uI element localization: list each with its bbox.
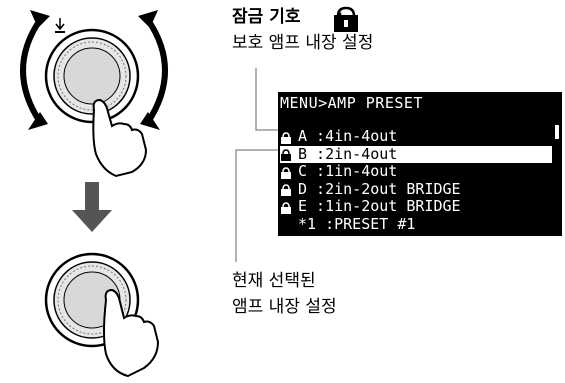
- lock-icon: [280, 131, 294, 144]
- lock-heading: 잠금 기호 :: [232, 6, 343, 28]
- lock-icon: [280, 148, 294, 161]
- lock-icon: [334, 6, 358, 32]
- lcd-row-text: C :1in-4out: [298, 162, 398, 180]
- lock-icon: [280, 201, 294, 214]
- lcd-row-text: D :2in-2out BRIDGE: [298, 179, 461, 198]
- lcd-row-text: E :1in-2out BRIDGE: [298, 197, 461, 215]
- lcd-row[interactable]: *1 :PRESET #1: [280, 214, 416, 233]
- selected-description-line1: 현재 선택된: [232, 271, 316, 291]
- curved-arrow-icon: [20, 10, 168, 130]
- lock-icon: [280, 183, 294, 196]
- lcd-row-text: *1 :PRESET #1: [298, 214, 416, 233]
- lcd-row[interactable]: D :2in-2out BRIDGE: [280, 179, 461, 198]
- leader-lines: [235, 68, 282, 262]
- scrollbar: [555, 125, 559, 139]
- lock-heading-colon: :: [336, 7, 344, 27]
- lcd-header: MENU>AMP PRESET: [280, 94, 423, 112]
- rotary-knob-icon: [44, 18, 140, 124]
- lock-icon: [280, 166, 294, 179]
- down-arrow-icon: [72, 182, 112, 232]
- lock-heading-text: 잠금 기호: [232, 7, 301, 27]
- hand-icon: [103, 288, 160, 378]
- hand-icon: [92, 98, 148, 178]
- lcd-row[interactable]: C :1in-4out: [280, 163, 397, 180]
- selected-description-line2: 앰프 내장 설정: [232, 297, 337, 317]
- lock-description: 보호 앰프 내장 설정: [232, 33, 374, 53]
- lcd-row-text: A :4in-4out: [298, 127, 398, 145]
- lcd-row-selected[interactable]: B :2in-4out: [280, 144, 552, 163]
- lcd-row-text: B :2in-4out: [298, 144, 398, 163]
- lock-icon-placeholder: [280, 218, 294, 230]
- lcd-row[interactable]: E :1in-2out BRIDGE: [280, 198, 461, 215]
- lcd-row[interactable]: A :4in-4out: [280, 128, 397, 145]
